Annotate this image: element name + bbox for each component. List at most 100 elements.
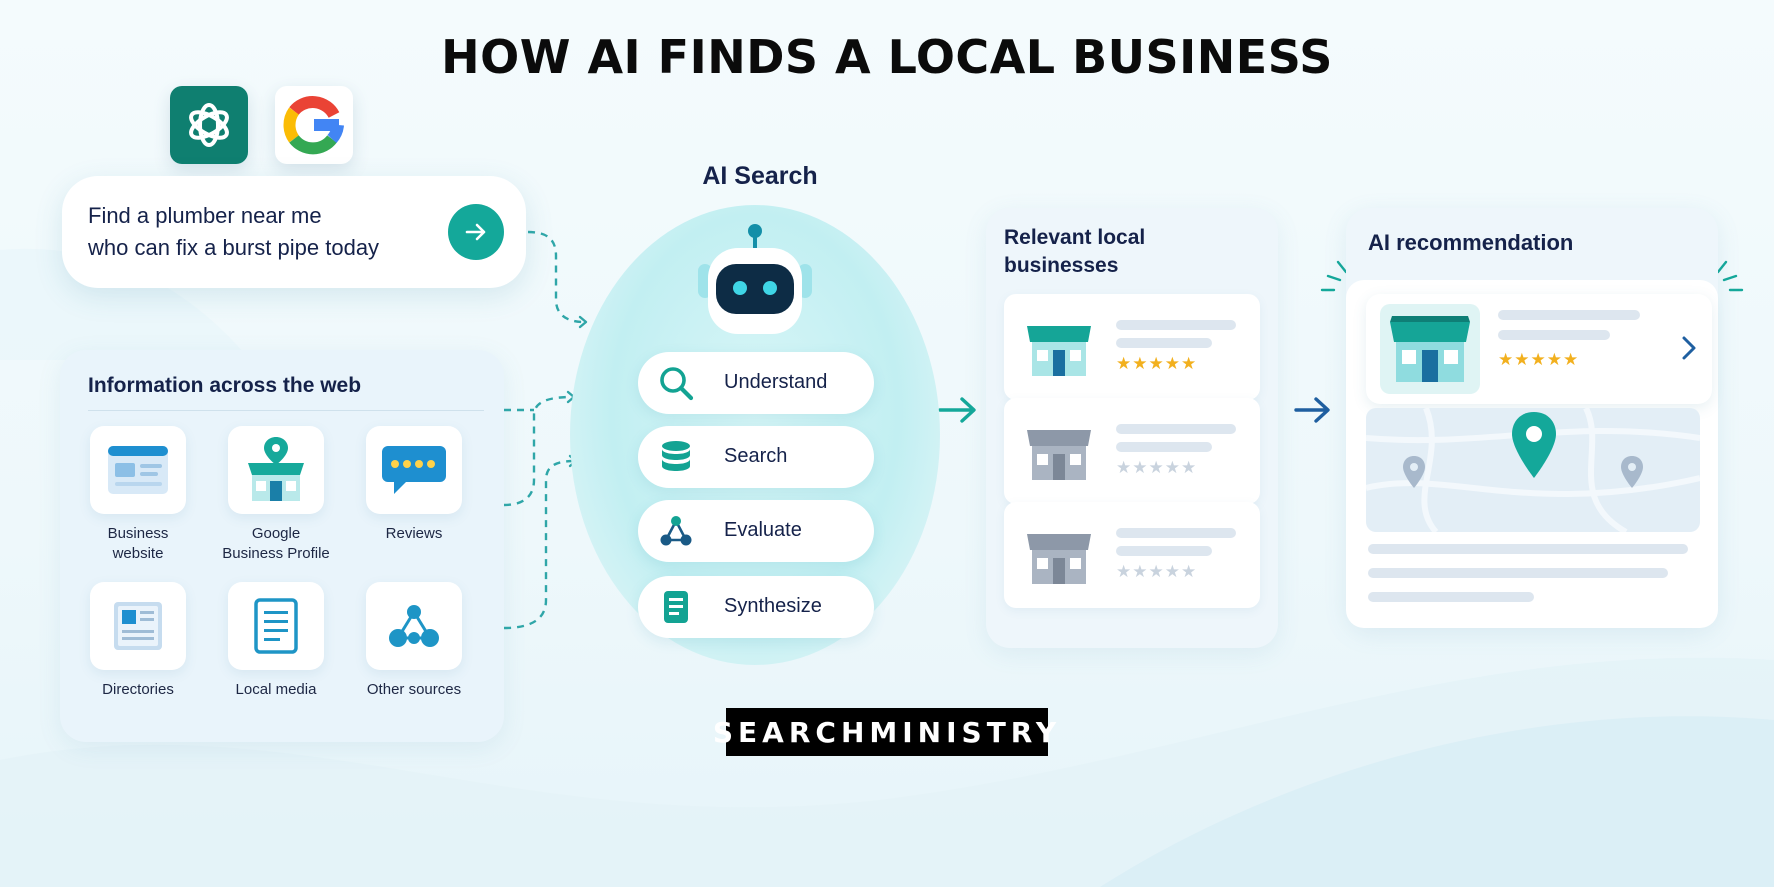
source-reviews: Reviews bbox=[354, 426, 474, 544]
star-icon: ★ bbox=[1148, 458, 1165, 477]
browser-window-icon bbox=[108, 446, 168, 494]
web-sources-panel: Information across the web Business webs… bbox=[60, 350, 504, 742]
ai-search-label: AI Search bbox=[702, 162, 818, 190]
placeholder-line bbox=[1498, 310, 1640, 320]
robot-icon bbox=[698, 224, 812, 334]
step-understand: Understand bbox=[638, 352, 874, 414]
rating-stars: ★★★★★ bbox=[1116, 458, 1197, 478]
arrow-to-recommendation bbox=[1294, 397, 1330, 423]
business-card[interactable]: ★★★★★ bbox=[1004, 398, 1260, 504]
review-bubble-icon bbox=[382, 446, 446, 494]
star-icon: ★ bbox=[1181, 354, 1198, 373]
placeholder-line bbox=[1116, 442, 1212, 452]
database-icon bbox=[662, 441, 690, 471]
recommended-business-thumb bbox=[1380, 304, 1480, 394]
nodes-icon bbox=[660, 516, 692, 546]
network-nodes-icon bbox=[389, 605, 439, 647]
source-label: Reviews bbox=[385, 525, 443, 542]
query-input-card[interactable]: Find a plumber near me who can fix a bur… bbox=[62, 176, 526, 288]
step-evaluate: Evaluate bbox=[638, 500, 874, 562]
star-icon: ★ bbox=[1148, 562, 1165, 581]
source-other: Other sources bbox=[354, 582, 474, 700]
brand-wordmark: SEARCHMINISTRY bbox=[712, 715, 1062, 749]
source-label-line: Business bbox=[107, 525, 169, 542]
source-label-line: website bbox=[112, 545, 164, 562]
query-line-2: who can fix a burst pipe today bbox=[88, 235, 380, 260]
placeholder-line bbox=[1116, 424, 1236, 434]
relevant-businesses-title: Relevant local businesses bbox=[1004, 226, 1146, 277]
placeholder-line bbox=[1116, 528, 1236, 538]
source-label-line: Business Profile bbox=[222, 545, 330, 562]
ai-recommendation-title: AI recommendation bbox=[1368, 230, 1574, 255]
star-icon: ★ bbox=[1164, 458, 1181, 477]
web-sources-title: Information across the web bbox=[88, 374, 362, 397]
storefront-icon bbox=[1027, 430, 1091, 480]
ai-recommendation-panel: AI recommendation ★★★★★ bbox=[1346, 208, 1718, 628]
source-local-media: Local media bbox=[216, 582, 336, 700]
divider bbox=[88, 410, 484, 411]
step-search: Search bbox=[638, 426, 874, 488]
star-icon: ★ bbox=[1116, 562, 1133, 581]
document-icon bbox=[254, 598, 298, 654]
rating-stars: ★★★★★ bbox=[1116, 562, 1197, 582]
step-synthesize: Synthesize bbox=[638, 576, 874, 638]
openai-logo bbox=[170, 86, 248, 164]
star-icon: ★ bbox=[1546, 350, 1563, 369]
business-card[interactable]: ★★★★★ bbox=[1004, 294, 1260, 400]
rating-stars: ★★★★★ bbox=[1498, 350, 1579, 370]
star-icon: ★ bbox=[1514, 350, 1531, 369]
highlight-rays bbox=[1320, 260, 1744, 292]
source-business-website: Business website bbox=[78, 426, 198, 564]
location-map bbox=[1366, 408, 1700, 532]
page-title: HOW AI FINDS A LOCAL BUSINESS bbox=[441, 30, 1333, 84]
star-icon: ★ bbox=[1563, 350, 1580, 369]
step-label: Search bbox=[724, 445, 788, 467]
query-text: Find a plumber near me who can fix a bur… bbox=[88, 200, 428, 264]
placeholder-line bbox=[1116, 338, 1212, 348]
query-submit-button[interactable] bbox=[448, 204, 504, 260]
star-icon: ★ bbox=[1530, 350, 1547, 369]
arrow-right-icon bbox=[465, 223, 486, 241]
storefront-pin-icon bbox=[248, 437, 304, 501]
source-directories: Directories bbox=[78, 582, 198, 700]
step-label: Understand bbox=[724, 371, 828, 393]
star-icon: ★ bbox=[1181, 562, 1198, 581]
storefront-icon bbox=[1390, 316, 1470, 382]
source-label: Other sources bbox=[366, 681, 462, 698]
business-card[interactable]: ★★★★★ bbox=[1004, 502, 1260, 608]
google-logo bbox=[275, 86, 353, 164]
star-icon: ★ bbox=[1181, 458, 1198, 477]
star-icon: ★ bbox=[1116, 354, 1133, 373]
placeholder-line bbox=[1116, 320, 1236, 330]
chevron-right-icon[interactable] bbox=[1680, 334, 1698, 362]
star-icon: ★ bbox=[1132, 458, 1149, 477]
star-icon: ★ bbox=[1148, 354, 1165, 373]
source-label-line: Google bbox=[251, 525, 301, 542]
placeholder-line bbox=[1116, 546, 1212, 556]
star-icon: ★ bbox=[1132, 354, 1149, 373]
step-label: Evaluate bbox=[724, 519, 802, 541]
step-label: Synthesize bbox=[724, 595, 822, 617]
source-label: Business website bbox=[78, 524, 198, 564]
star-icon: ★ bbox=[1498, 350, 1515, 369]
google-g-icon bbox=[283, 96, 344, 155]
document-lines-icon bbox=[664, 591, 688, 623]
star-icon: ★ bbox=[1132, 562, 1149, 581]
source-label: Directories bbox=[102, 681, 174, 698]
star-icon: ★ bbox=[1164, 354, 1181, 373]
placeholder-line bbox=[1368, 568, 1668, 578]
source-google-business-profile: Google Business Profile bbox=[216, 426, 336, 564]
map-graphic bbox=[1366, 408, 1700, 532]
arrow-to-results bbox=[938, 397, 976, 423]
relevant-businesses-panel: Relevant local businesses ★★★★★★★★★★★★★★… bbox=[986, 208, 1278, 648]
map-pin-icon bbox=[1512, 412, 1556, 478]
rating-stars: ★★★★★ bbox=[1116, 354, 1197, 374]
brand-logo: SEARCHMINISTRY bbox=[713, 708, 1056, 756]
source-label: Local media bbox=[235, 681, 317, 698]
storefront-icon bbox=[1027, 534, 1091, 584]
recommended-business[interactable]: ★★★★★ bbox=[1366, 294, 1712, 404]
openai-knot-icon bbox=[189, 103, 229, 147]
query-line-1: Find a plumber near me bbox=[88, 203, 322, 228]
magnifier-icon bbox=[660, 367, 694, 401]
